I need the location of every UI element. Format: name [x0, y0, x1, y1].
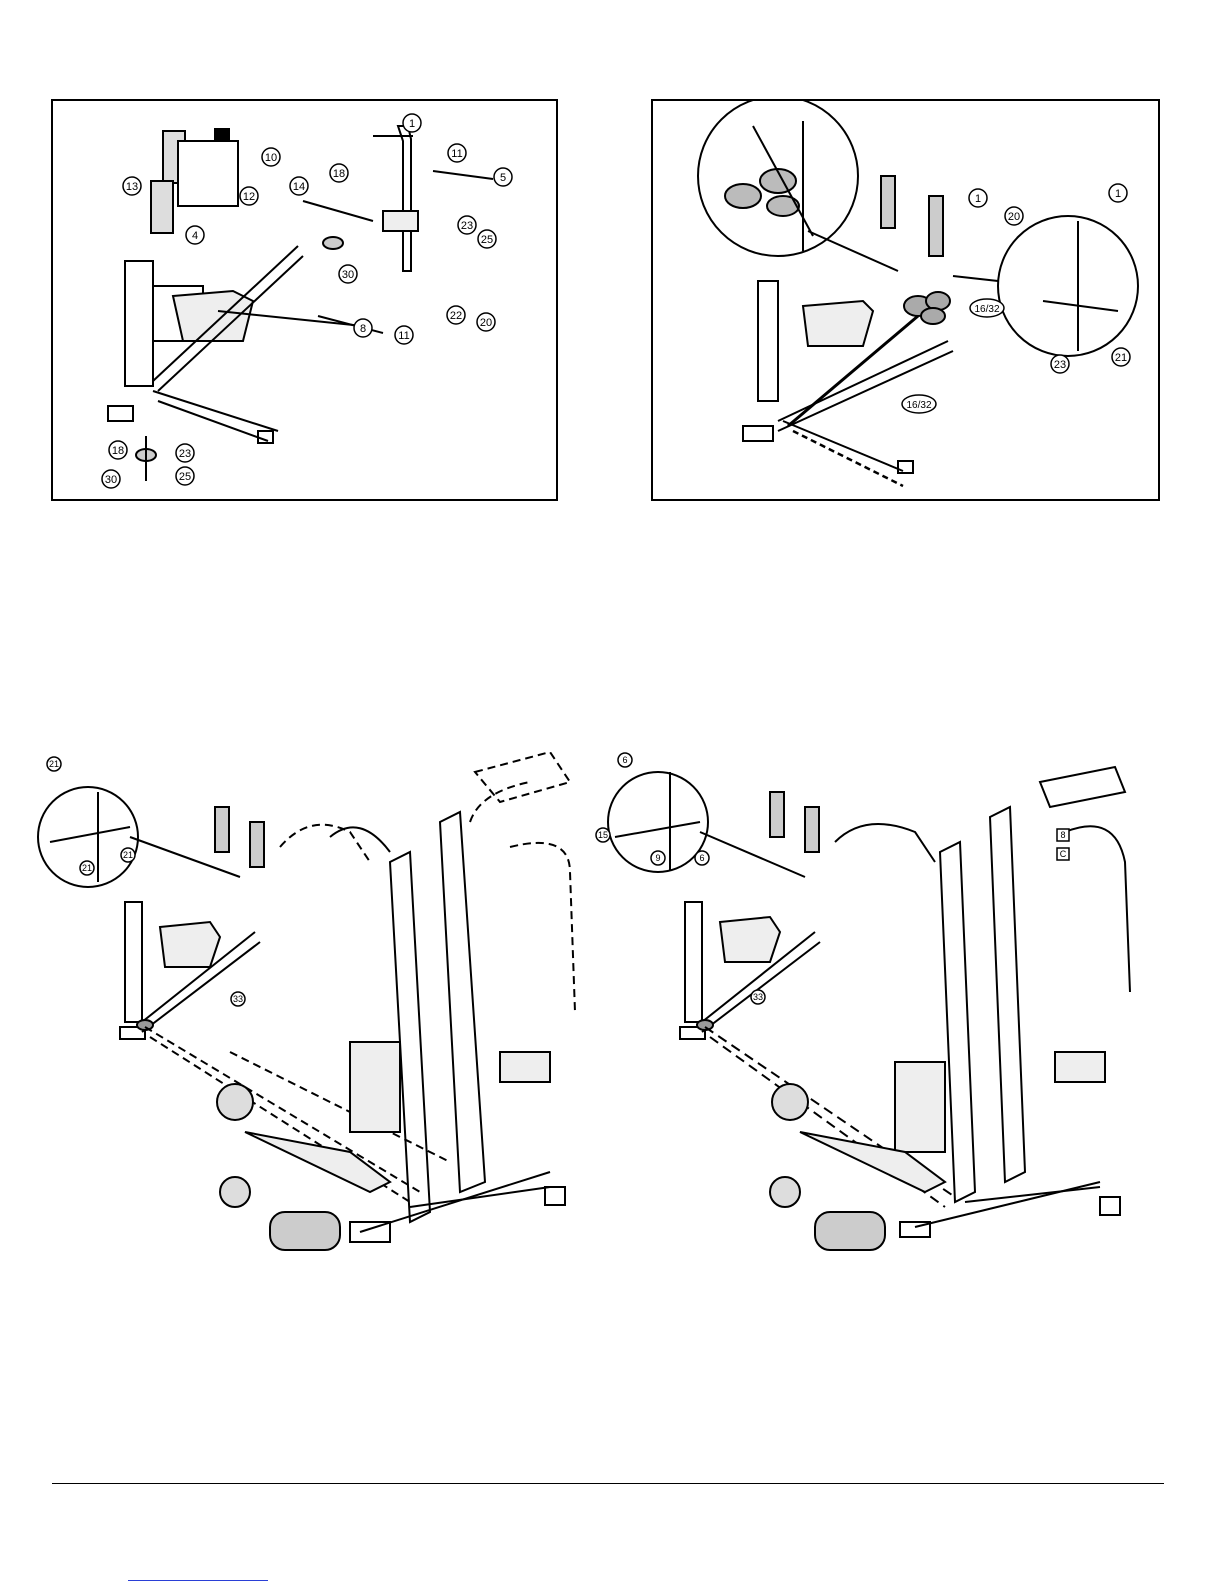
- figure-panel-top-left: 1 10 11 5 12 13 4 14 18 23 25 30 22: [51, 99, 558, 501]
- callout-label: 18: [333, 168, 345, 180]
- callout-label: 25: [179, 471, 191, 483]
- callout-label: 20: [1008, 211, 1020, 223]
- callout-label: 18: [112, 445, 124, 457]
- callout-label: 33: [233, 994, 243, 1004]
- callout-label: 5: [500, 172, 506, 184]
- callout-label: 1: [409, 118, 415, 130]
- callout-label: 6: [622, 755, 627, 765]
- callout-label: 11: [451, 148, 462, 160]
- callout-label: 21: [49, 759, 59, 769]
- full-gym-assembly-left: 21 21 21 33: [30, 752, 610, 1272]
- full-gym-assembly-right: 6 15 9 6 33 8 C: [595, 752, 1155, 1272]
- callout-label: 9: [655, 853, 660, 863]
- exploded-view-seat-frame: 1 10 11 5 12 13 4 14 18 23 25 30 22: [53, 101, 556, 499]
- callout-label: 12: [243, 191, 255, 203]
- callout-label: 8: [360, 323, 366, 335]
- callout-label: 20: [480, 317, 492, 329]
- callout-label: 33: [753, 992, 763, 1002]
- footer-link-underline[interactable]: [128, 1580, 268, 1581]
- callout-label: 6: [699, 853, 704, 863]
- cable-routing-seat-frame: 1 20 1 16/32 16/32 23 21: [653, 101, 1158, 499]
- callout-label: 13: [126, 181, 138, 193]
- callout-label: 16/32: [974, 304, 999, 315]
- callout-label: 25: [481, 234, 493, 246]
- callout-label: 4: [192, 230, 198, 242]
- callout-label: 23: [1054, 359, 1066, 371]
- callout-label: 30: [105, 474, 117, 486]
- figure-panel-top-right: 1 20 1 16/32 16/32 23 21: [651, 99, 1160, 501]
- callout-label: 21: [1115, 352, 1127, 364]
- callout-label: 10: [265, 152, 277, 164]
- callout-label: 21: [123, 850, 133, 860]
- callout-label: 23: [179, 448, 191, 460]
- callout-label: 30: [342, 269, 354, 281]
- callout-label: 16/32: [906, 400, 931, 411]
- callout-label: 1: [1115, 188, 1121, 200]
- callout-label: 14: [293, 181, 305, 193]
- callout-label: 23: [461, 220, 473, 232]
- footer-rule: [52, 1483, 1164, 1484]
- callout-label: 15: [598, 830, 608, 840]
- callout-label: C: [1060, 849, 1067, 859]
- callout-label: 11: [398, 330, 409, 342]
- callout-label: 1: [975, 193, 981, 205]
- callout-label: 21: [82, 863, 92, 873]
- callout-label: 22: [450, 310, 462, 322]
- callout-label: 8: [1060, 830, 1065, 840]
